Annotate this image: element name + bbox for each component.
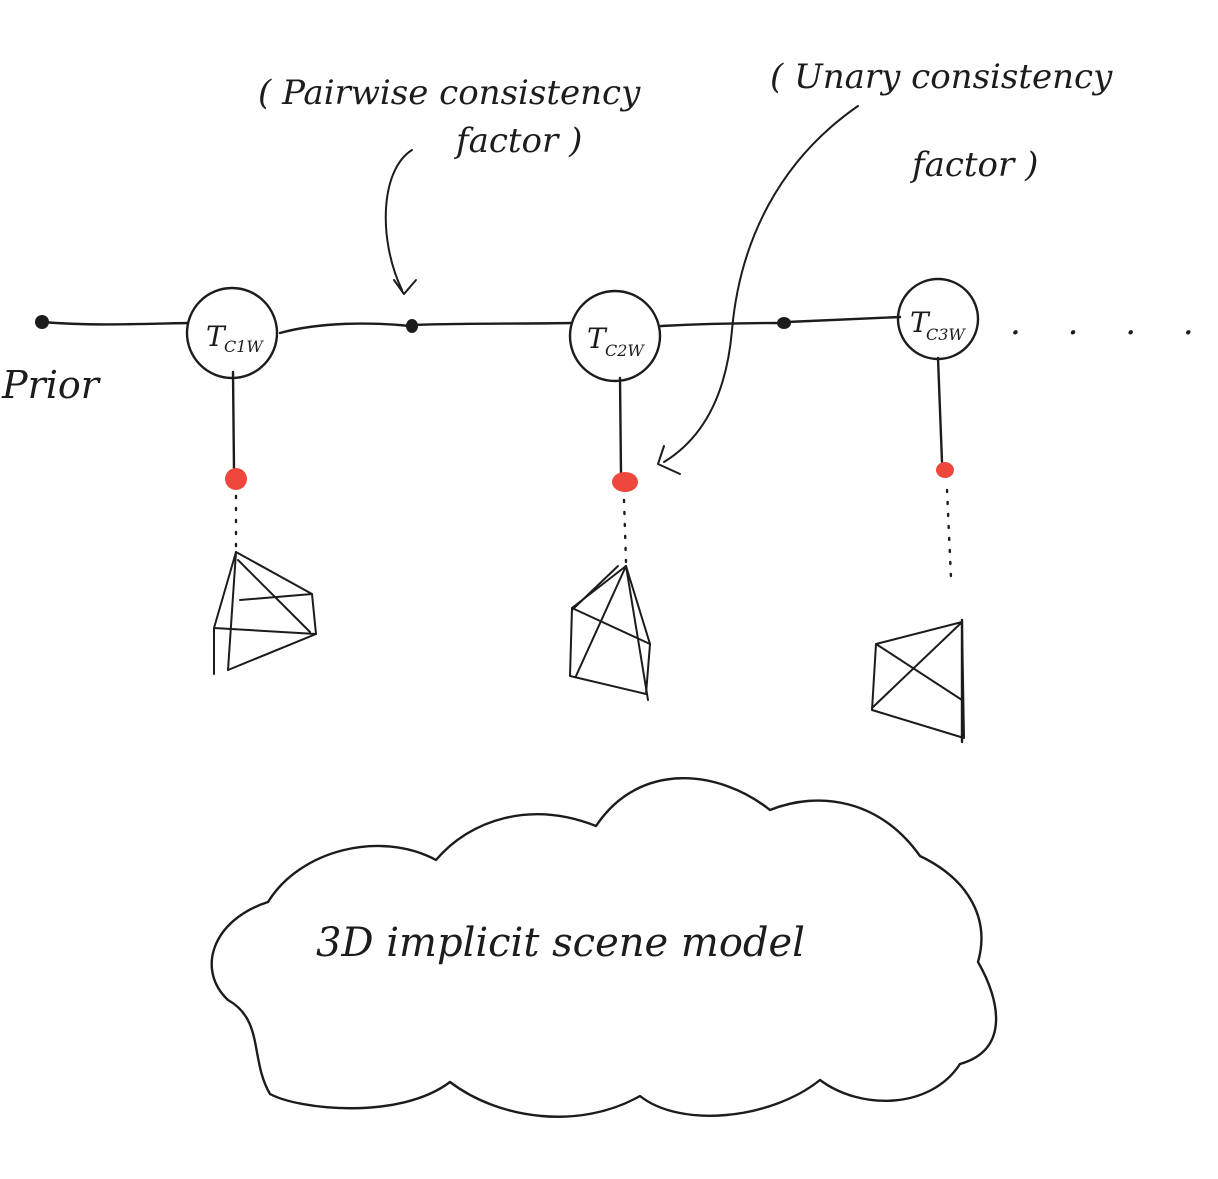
pose-node-3: T C3W <box>896 277 980 361</box>
pose-node-circle <box>568 289 662 383</box>
pose-node-circle <box>185 286 279 380</box>
unary-edge-3 <box>936 356 944 464</box>
prior-factor-dot <box>35 315 49 329</box>
unary-factor-dot <box>936 462 954 478</box>
pose-node-main: T <box>587 322 608 355</box>
chain-edge-prior-node1 <box>40 320 190 326</box>
camera-dotted-link <box>622 498 628 564</box>
pairwise-factor-dot <box>406 319 418 333</box>
chain-edge-node2-pairwise2 <box>659 321 785 328</box>
unary-annotation-line1: ( Unary consistency <box>770 57 1113 97</box>
pairwise-factor-dot <box>777 317 791 329</box>
chain-edge-node1-pairwise1 <box>278 322 412 335</box>
camera-frustum-icon <box>569 565 651 701</box>
prior-label: Prior <box>1 363 102 407</box>
pairwise-annotation-arrow <box>384 149 417 295</box>
chain-ellipsis: . . . . <box>1010 303 1212 343</box>
pose-node-2: T C2W <box>568 289 662 383</box>
unary-edge-1 <box>231 370 236 472</box>
unary-annotation-arrow <box>657 105 859 475</box>
unary-factor-dot <box>225 468 247 490</box>
scene-label: 3D implicit scene model <box>316 920 805 966</box>
camera-dotted-link <box>945 488 953 580</box>
camera-frustum-icon <box>213 551 317 675</box>
pose-node-sub: C3W <box>926 325 966 344</box>
unary-edge-2 <box>618 376 623 476</box>
pose-node-main: T <box>206 320 227 353</box>
pairwise-annotation-line2: factor ) <box>453 121 582 161</box>
pose-node-1: T C1W <box>185 286 279 380</box>
chain-edge-pairwise2-node3 <box>785 315 902 324</box>
pairwise-annotation-line1: ( Pairwise consistency <box>258 73 641 113</box>
scene-cloud-shape <box>210 777 998 1118</box>
camera-frustum-icon <box>871 618 965 744</box>
chain-edge-pairwise1-node2 <box>412 321 573 327</box>
pose-node-sub: C2W <box>605 341 645 360</box>
unary-annotation-line2: factor ) <box>909 145 1038 185</box>
pose-node-main: T <box>910 306 931 339</box>
pose-node-sub: C1W <box>224 337 264 356</box>
unary-factor-dot <box>612 472 638 492</box>
